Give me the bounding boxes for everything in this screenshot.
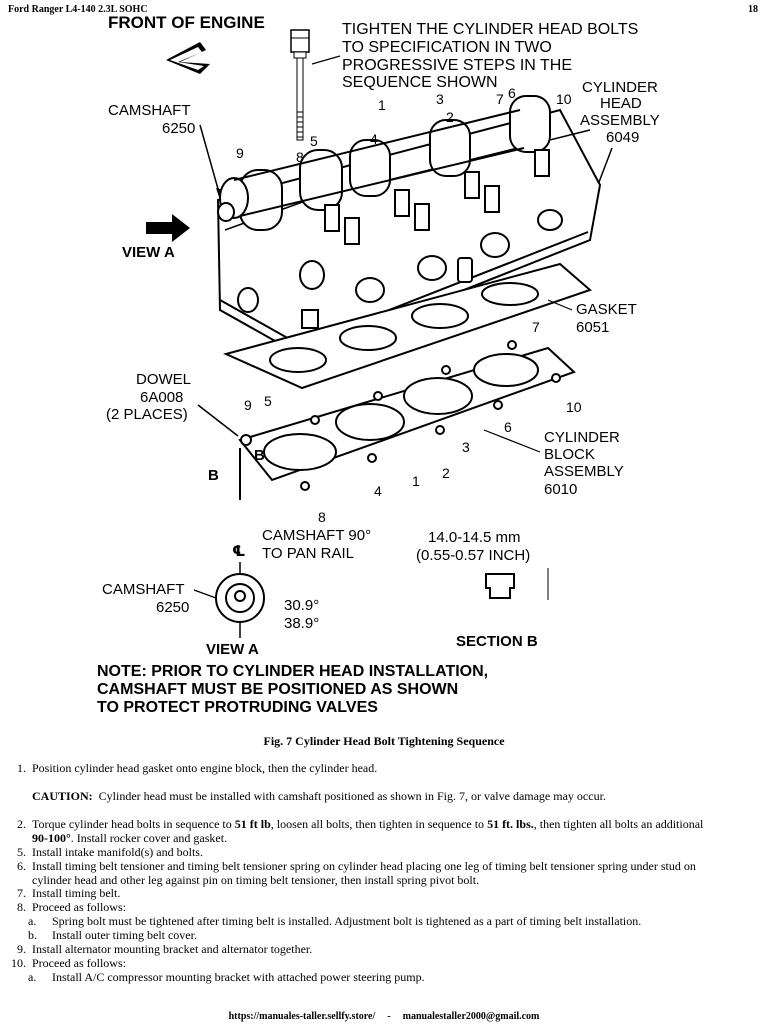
- centerline-symbol: ℄: [232, 543, 245, 560]
- svg-text:CAMSHAFT: CAMSHAFT: [102, 581, 185, 598]
- gasket-label: GASKET 6051: [576, 301, 637, 336]
- page-footer: https://manuales-taller.sellfy.store/-ma…: [0, 1011, 768, 1022]
- svg-text:3: 3: [462, 439, 470, 455]
- svg-text:TO PAN RAIL: TO PAN RAIL: [262, 545, 354, 562]
- svg-text:4: 4: [370, 131, 378, 147]
- head-bolt-icon: [290, 29, 310, 141]
- section-b-title: SECTION B: [456, 633, 538, 650]
- svg-text:CAMSHAFT 90°: CAMSHAFT 90°: [262, 527, 371, 544]
- svg-text:BLOCK: BLOCK: [544, 446, 595, 463]
- footer-url-link[interactable]: https://manuales-taller.sellfy.store/: [228, 1011, 376, 1022]
- svg-text:2: 2: [442, 465, 450, 481]
- svg-text:GASKET: GASKET: [576, 301, 637, 318]
- svg-text:TIGHTEN THE CYLINDER HEAD BOLT: TIGHTEN THE CYLINDER HEAD BOLTS: [342, 21, 638, 38]
- view-a-label: VIEW A: [122, 244, 175, 261]
- block-bolt-sequence: 1 2 3 4 5 6 7 8 9 10: [244, 319, 582, 525]
- camshaft-end-label: CAMSHAFT 6250: [102, 581, 189, 616]
- cylinder-block-assembly-label: CYLINDER BLOCK ASSEMBLY 6010: [544, 429, 624, 498]
- footer-email-link[interactable]: manualestaller2000@gmail.com: [402, 1011, 540, 1022]
- svg-text:CYLINDER: CYLINDER: [582, 79, 658, 96]
- svg-text:6010: 6010: [544, 481, 577, 498]
- svg-text:8: 8: [296, 149, 304, 165]
- svg-text:1: 1: [378, 97, 386, 113]
- camshaft-end-view: [215, 573, 265, 623]
- page-number: 18: [748, 4, 758, 15]
- svg-text:4: 4: [374, 483, 382, 499]
- section-b-marker-2: B: [254, 447, 265, 464]
- svg-text:CAMSHAFT MUST BE POSITIONED A: CAMSHAFT MUST BE POSITIONED AS SHOWN: [97, 681, 458, 698]
- svg-text:14.0-14.5 mm: 14.0-14.5 mm: [428, 529, 521, 546]
- svg-text:38.9°: 38.9°: [284, 615, 319, 632]
- svg-text:7: 7: [496, 91, 504, 107]
- gasket-drawing: [223, 262, 592, 390]
- cylinder-head-assembly-label: CYLINDER HEAD ASSEMBLY 6049: [580, 79, 660, 146]
- dowel-label: DOWEL 6A008 (2 PLACES): [106, 371, 191, 423]
- view-a-detail-label: VIEW A: [206, 641, 259, 658]
- svg-text:6250: 6250: [156, 599, 189, 616]
- svg-text:TO SPECIFICATION IN TWO: TO SPECIFICATION IN TWO: [342, 39, 552, 56]
- camshaft-label: CAMSHAFT 6250: [108, 102, 195, 137]
- svg-text:10: 10: [556, 91, 572, 107]
- svg-text:10: 10: [566, 399, 582, 415]
- svg-text:NOTE: PRIOR TO CYLINDER HEAD: NOTE: PRIOR TO CYLINDER HEAD INSTALLATIO…: [97, 663, 488, 680]
- svg-text:30.9°: 30.9°: [284, 597, 319, 614]
- svg-text:9: 9: [236, 145, 244, 161]
- svg-text:6: 6: [504, 419, 512, 435]
- svg-text:6051: 6051: [576, 319, 609, 336]
- svg-text:SEQUENCE SHOWN: SEQUENCE SHOWN: [342, 74, 498, 91]
- cylinder-block-drawing: [238, 340, 576, 500]
- document-title: Ford Ranger L4-140 2.3L SOHC: [8, 4, 148, 15]
- svg-text:ASSEMBLY: ASSEMBLY: [580, 112, 660, 129]
- svg-text:ASSEMBLY: ASSEMBLY: [544, 463, 624, 480]
- svg-text:(0.55-0.57 INCH): (0.55-0.57 INCH): [416, 547, 530, 564]
- caution-label: CAUTION:: [32, 789, 93, 803]
- cylinder-head-diagram: FRONT OF ENGINE TIGHTEN THE CYLINDER HEA…: [97, 13, 660, 716]
- svg-text:6250: 6250: [162, 120, 195, 137]
- svg-text:7: 7: [532, 319, 540, 335]
- svg-text:1: 1: [412, 473, 420, 489]
- svg-text:TO PROTECT PROTRUDING VALVES: TO PROTECT PROTRUDING VALVES: [97, 699, 378, 716]
- front-arrow-icon: [166, 42, 210, 74]
- svg-text:3: 3: [436, 91, 444, 107]
- svg-text:5: 5: [310, 133, 318, 149]
- page-header: Ford Ranger L4-140 2.3L SOHC 18: [8, 4, 760, 18]
- svg-text:CYLINDER: CYLINDER: [544, 429, 620, 446]
- svg-text:6A008: 6A008: [140, 389, 183, 406]
- svg-text:2: 2: [446, 109, 454, 125]
- svg-text:6049: 6049: [606, 129, 639, 146]
- svg-text:6: 6: [508, 85, 516, 101]
- svg-text:8: 8: [318, 509, 326, 525]
- view-a-arrow-icon: [146, 214, 190, 242]
- instruction-text: TIGHTEN THE CYLINDER HEAD BOLTS TO SPECI…: [342, 21, 638, 91]
- installation-note: NOTE: PRIOR TO CYLINDER HEAD INSTALLATIO…: [97, 663, 488, 716]
- front-of-engine-label: FRONT OF ENGINE: [108, 13, 265, 32]
- svg-text:(2 PLACES): (2 PLACES): [106, 406, 188, 423]
- svg-text:CAMSHAFT: CAMSHAFT: [108, 102, 191, 119]
- section-b-marker: B: [208, 467, 219, 484]
- figure-caption: Fig. 7 Cylinder Head Bolt Tightening Seq…: [263, 734, 505, 748]
- camshaft-angle-label: CAMSHAFT 90° TO PAN RAIL: [262, 527, 371, 562]
- section-b-drawing: [485, 568, 549, 600]
- svg-text:DOWEL: DOWEL: [136, 371, 191, 388]
- caution-text: Cylinder head must be installed with cam…: [98, 789, 606, 803]
- head-bolt-sequence: 1 2 3 4 5 6 7 8 9 10: [236, 85, 572, 165]
- svg-text:9: 9: [244, 397, 252, 413]
- svg-text:5: 5: [264, 393, 272, 409]
- cylinder-head-drawing: [216, 95, 602, 357]
- svg-text:PROGRESSIVE STEPS IN THE: PROGRESSIVE STEPS IN THE: [342, 57, 572, 74]
- footer-separator: -: [387, 1011, 391, 1022]
- svg-text:HEAD: HEAD: [600, 95, 642, 112]
- angle-values: 30.9° 38.9°: [284, 597, 319, 632]
- dimension-label: 14.0-14.5 mm (0.55-0.57 INCH): [416, 529, 530, 564]
